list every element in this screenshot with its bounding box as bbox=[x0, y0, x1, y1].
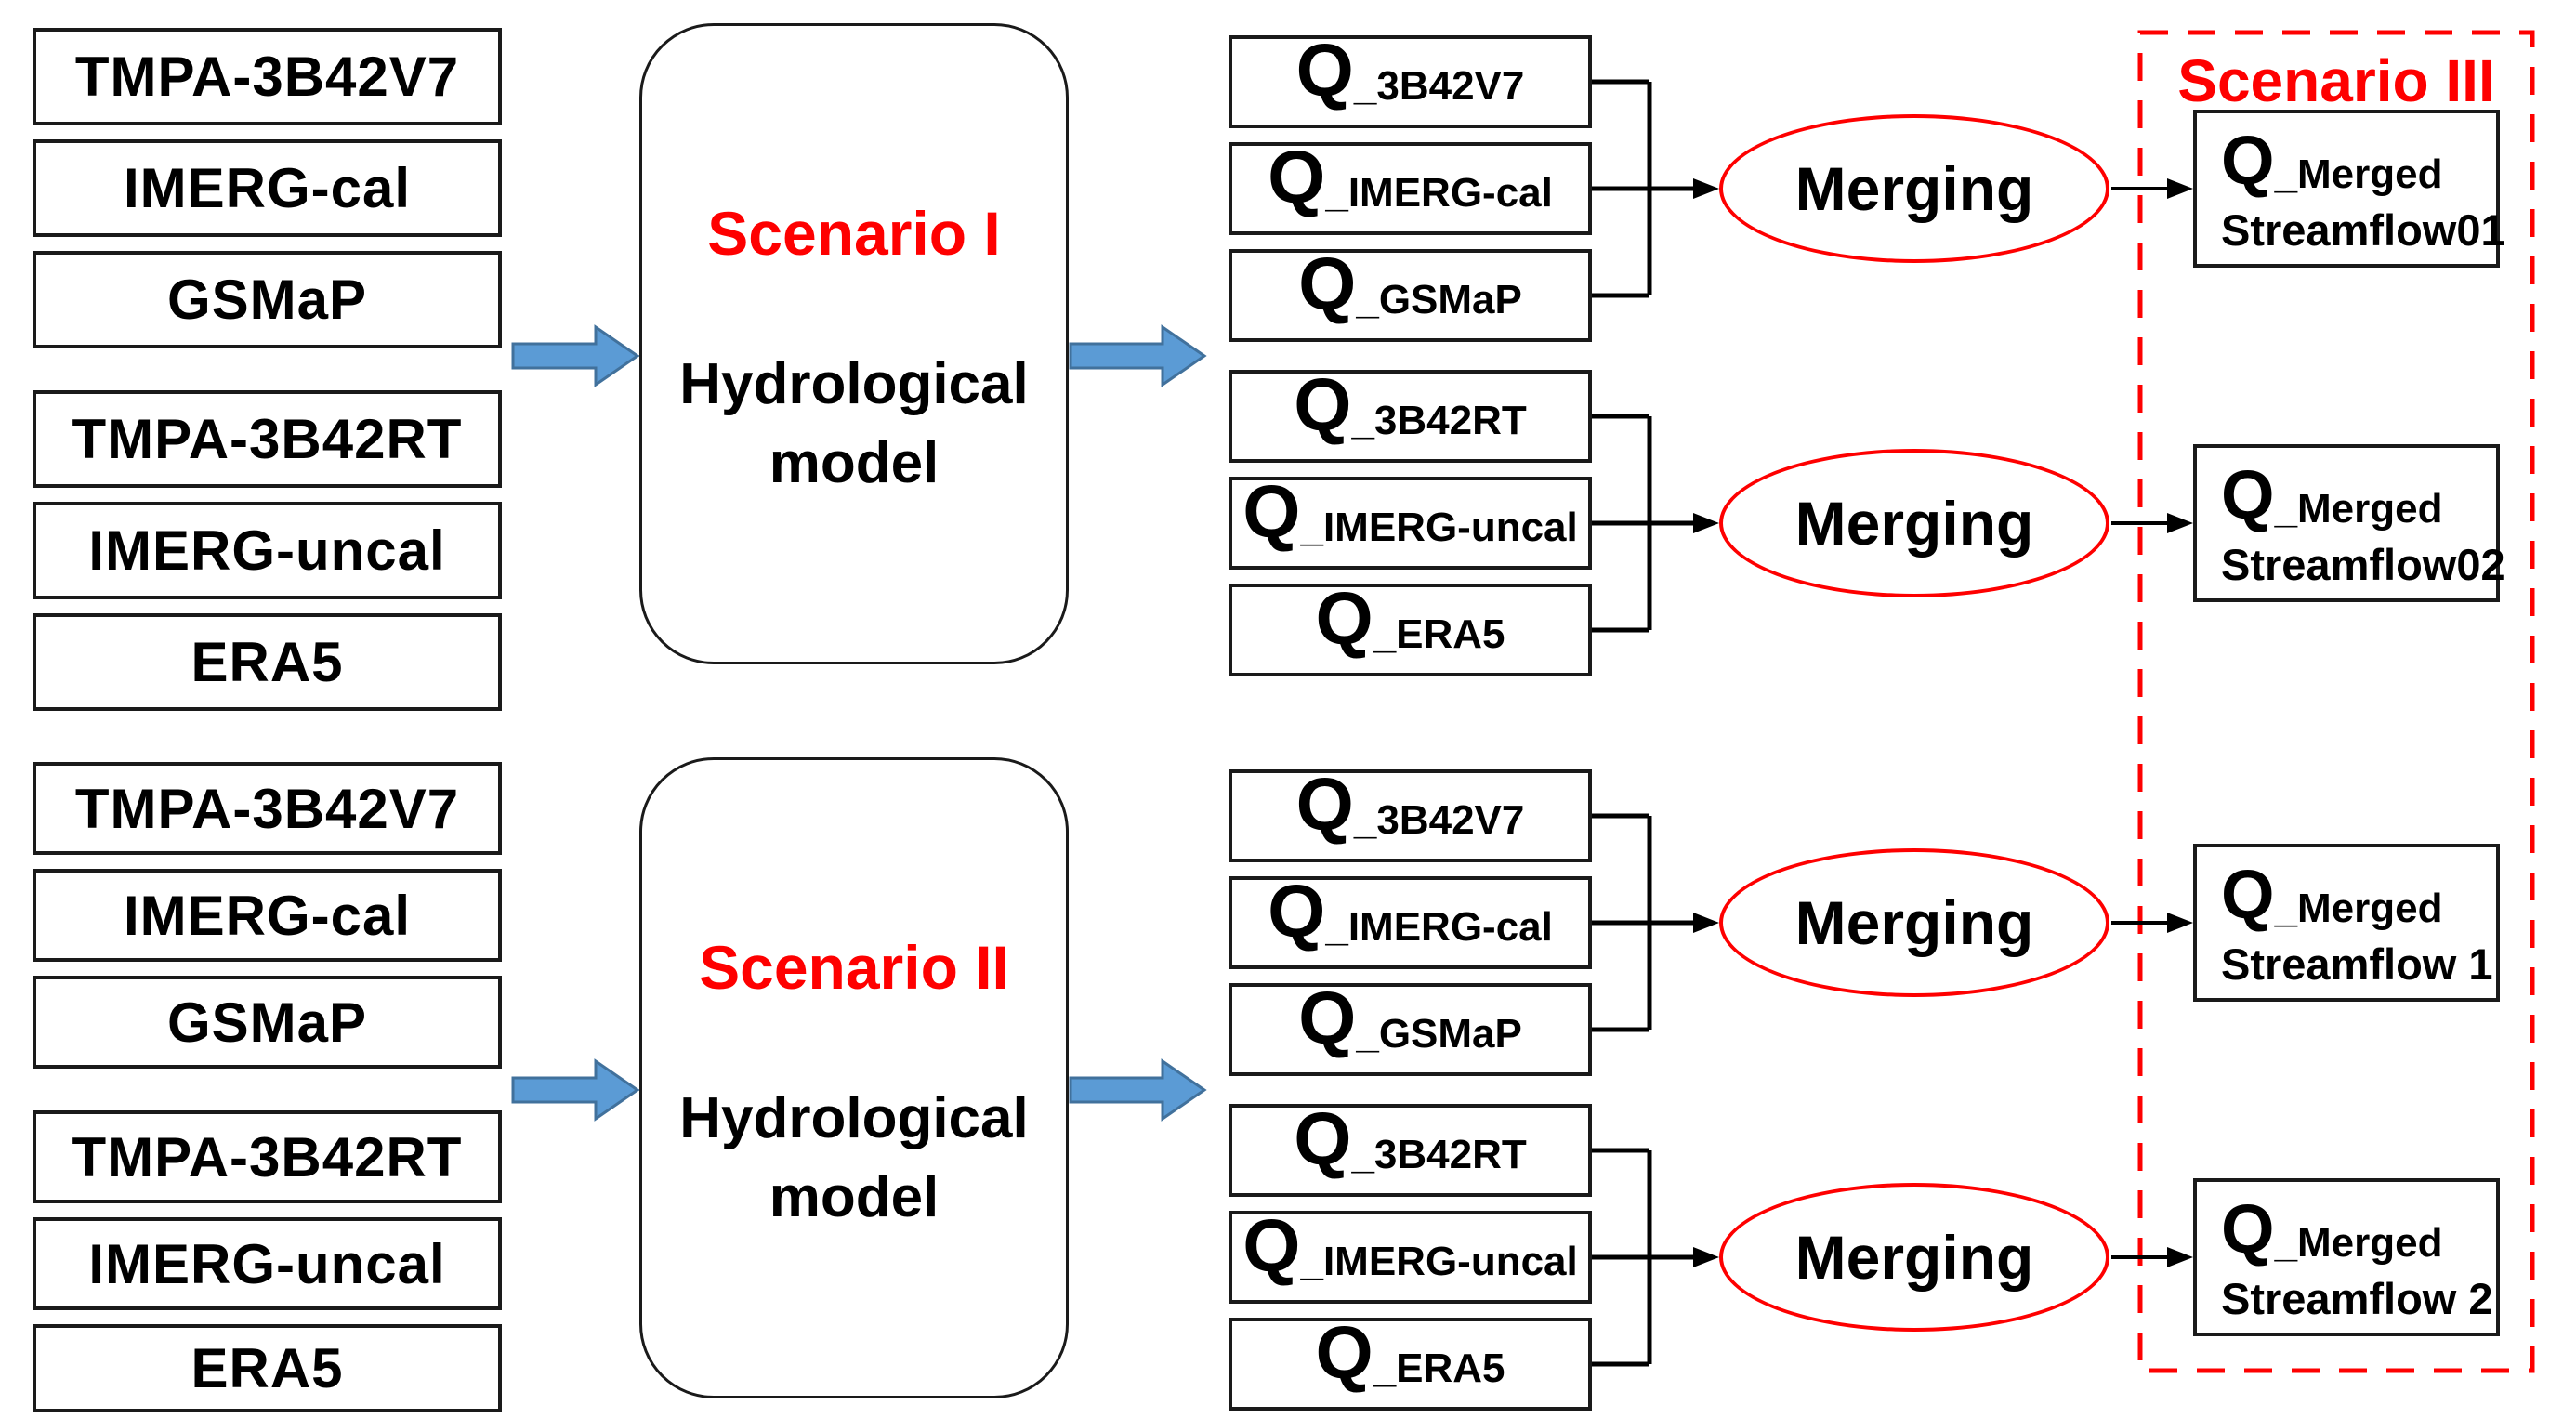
q-box: Q_GSMaP bbox=[1229, 977, 1592, 1076]
merge-arrowhead-s2-g2 bbox=[1693, 1247, 1719, 1267]
q-symbol: Q bbox=[2221, 1190, 2275, 1267]
output-arrow-bottom-icon bbox=[1069, 1058, 1207, 1122]
input-arrow-bottom-icon bbox=[511, 1058, 640, 1122]
scenario2-body-line2: model bbox=[769, 1165, 940, 1229]
scenario2-box: Scenario II Hydrological model bbox=[639, 757, 1069, 1398]
q-symbol: Q bbox=[1298, 977, 1357, 1059]
q-box: Q_3B42V7 bbox=[1229, 29, 1592, 128]
merged-output-name: Streamflow02 bbox=[2221, 540, 2505, 589]
scenario1-box: Scenario I Hydrological model bbox=[639, 23, 1069, 664]
q-box: Q_IMERG-cal bbox=[1229, 136, 1592, 235]
q-box: Q_IMERG-uncal bbox=[1229, 1204, 1592, 1304]
input-box: TMPA-3B42RT bbox=[33, 390, 502, 488]
input-box: IMERG-uncal bbox=[33, 1217, 502, 1310]
merged-output-name: Streamflow01 bbox=[2221, 205, 2505, 255]
merging-ellipse: Merging bbox=[1719, 449, 2109, 597]
q-symbol: Q bbox=[1294, 1097, 1352, 1180]
q-symbol: Q bbox=[1315, 1311, 1373, 1394]
q-subscript: _ERA5 bbox=[1373, 1346, 1505, 1391]
q-symbol: Q bbox=[1242, 470, 1301, 553]
q-symbol: Q bbox=[2221, 456, 2275, 533]
q-subscript: _Merged bbox=[2274, 1220, 2443, 1266]
out-arrowhead-3 bbox=[2167, 913, 2193, 933]
merged-output-box: Q_Merged Streamflow02 bbox=[2193, 444, 2505, 602]
q-box: Q_3B42RT bbox=[1229, 1097, 1592, 1197]
q-subscript: _IMERG-uncal bbox=[1300, 1239, 1578, 1284]
input-box: GSMaP bbox=[33, 251, 502, 348]
q-subscript: _IMERG-uncal bbox=[1300, 505, 1578, 550]
q-box: Q_3B42RT bbox=[1229, 363, 1592, 463]
merge-arrowhead-s1-g2 bbox=[1693, 513, 1719, 533]
scenario1-body-line2: model bbox=[769, 431, 940, 495]
input-box: ERA5 bbox=[33, 613, 502, 711]
q-symbol: Q bbox=[1268, 136, 1326, 218]
q-subscript: _ERA5 bbox=[1373, 611, 1505, 657]
q-box: Q_3B42V7 bbox=[1229, 763, 1592, 862]
out-arrowhead-2 bbox=[2167, 513, 2193, 533]
merging-ellipse: Merging bbox=[1719, 114, 2109, 263]
merging-ellipse: Merging bbox=[1719, 848, 2109, 997]
q-symbol: Q bbox=[1268, 870, 1326, 952]
q-subscript: _3B42V7 bbox=[1353, 797, 1525, 843]
scenario3-dashed-border bbox=[2137, 30, 2535, 1373]
q-symbol: Q bbox=[1295, 29, 1354, 112]
output-arrow-top-icon bbox=[1069, 324, 1207, 387]
q-box: Q_IMERG-cal bbox=[1229, 870, 1592, 969]
scenario2-title: Scenario II bbox=[699, 933, 1009, 1002]
input-box: TMPA-3B42V7 bbox=[33, 762, 502, 855]
input-box: IMERG-cal bbox=[33, 869, 502, 962]
scenario1-body-line1: Hydrological bbox=[679, 352, 1029, 416]
scenario2-body-line1: Hydrological bbox=[679, 1086, 1029, 1150]
q-box: Q_ERA5 bbox=[1229, 577, 1592, 676]
merged-output-name: Streamflow 1 bbox=[2221, 939, 2493, 989]
out-arrowhead-4 bbox=[2167, 1247, 2193, 1267]
merged-output-box: Q_Merged Streamflow01 bbox=[2193, 110, 2505, 268]
merged-output-box: Q_Merged Streamflow 2 bbox=[2193, 1178, 2500, 1336]
input-box: TMPA-3B42RT bbox=[33, 1110, 502, 1203]
q-box: Q_IMERG-uncal bbox=[1229, 470, 1592, 570]
q-subscript: _GSMaP bbox=[1356, 1011, 1522, 1057]
scenario1-title: Scenario I bbox=[707, 199, 1001, 268]
merged-output-name: Streamflow 2 bbox=[2221, 1274, 2493, 1323]
q-subscript: _IMERG-cal bbox=[1325, 904, 1553, 950]
input-box: IMERG-cal bbox=[33, 139, 502, 237]
q-symbol: Q bbox=[1295, 763, 1354, 846]
q-subscript: _3B42RT bbox=[1351, 1132, 1527, 1177]
merge-arrowhead-s1-g1 bbox=[1693, 178, 1719, 199]
input-arrow-top-icon bbox=[511, 324, 640, 387]
merging-ellipse: Merging bbox=[1719, 1183, 2109, 1332]
q-subscript: _Merged bbox=[2274, 886, 2443, 931]
q-subscript: _IMERG-cal bbox=[1325, 170, 1553, 216]
q-subscript: _3B42RT bbox=[1351, 398, 1527, 443]
q-symbol: Q bbox=[1242, 1204, 1301, 1287]
input-box: ERA5 bbox=[33, 1324, 502, 1412]
merged-output-box: Q_Merged Streamflow 1 bbox=[2193, 844, 2500, 1002]
q-box: Q_GSMaP bbox=[1229, 243, 1592, 342]
input-box: TMPA-3B42V7 bbox=[33, 28, 502, 125]
input-box: IMERG-uncal bbox=[33, 502, 502, 599]
q-symbol: Q bbox=[1294, 363, 1352, 446]
input-box: GSMaP bbox=[33, 976, 502, 1069]
q-subscript: _3B42V7 bbox=[1353, 63, 1525, 109]
q-symbol: Q bbox=[1298, 243, 1357, 325]
q-subscript: _Merged bbox=[2274, 151, 2443, 197]
q-subscript: _Merged bbox=[2274, 486, 2443, 532]
out-arrowhead-1 bbox=[2167, 178, 2193, 199]
q-symbol: Q bbox=[1315, 577, 1373, 660]
scenario3-title: Scenario III bbox=[2177, 47, 2495, 114]
q-box: Q_ERA5 bbox=[1229, 1311, 1592, 1411]
q-symbol: Q bbox=[2221, 856, 2275, 933]
q-subscript: _GSMaP bbox=[1356, 277, 1522, 322]
q-symbol: Q bbox=[2221, 122, 2275, 199]
merge-arrowhead-s2-g1 bbox=[1693, 913, 1719, 933]
